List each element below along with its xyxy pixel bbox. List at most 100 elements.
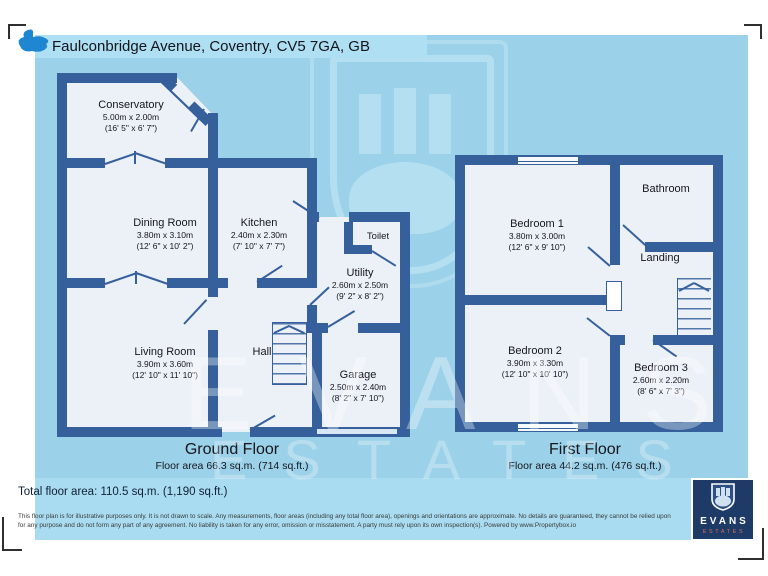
floor-name: Ground Floor: [184, 441, 280, 458]
wall: [167, 278, 218, 288]
room-label-toilet: Toilet: [367, 231, 389, 242]
wall: [165, 158, 317, 168]
room-name: Dining Room: [133, 217, 197, 229]
wall: [610, 335, 620, 422]
wall: [57, 427, 222, 437]
room-label-bedroom-2: Bedroom 2 3.90m x 3.30m (12' 10" x 10' 1…: [502, 345, 568, 380]
wall: [653, 335, 713, 345]
wall: [208, 278, 228, 288]
logo-shield-icon: [711, 483, 735, 511]
room-name: Landing: [640, 252, 680, 264]
room-dimensions-metric: 3.80m x 3.10m: [136, 230, 194, 240]
footer-background: [35, 478, 691, 540]
room-name: Kitchen: [240, 217, 278, 229]
room-label-landing: Landing: [640, 252, 679, 265]
wall: [344, 222, 353, 250]
window: [517, 423, 579, 432]
ground-floor-title: Ground Floor Floor area 66.3 sq.m. (714 …: [156, 440, 309, 473]
room-name: Bedroom 1: [510, 218, 564, 230]
crop-mark-bottom-left: [2, 517, 22, 551]
ground-floor-fill-left: [62, 78, 213, 432]
first-floor-title: First Floor Floor area 44.2 sq.m. (476 s…: [509, 440, 662, 473]
room-dimensions-metric: 2.60m x 2.50m: [331, 280, 389, 290]
room-dimensions-imperial: (12' 6" x 9' 10"): [508, 242, 566, 252]
title-band: [35, 35, 427, 58]
wall: [400, 212, 410, 427]
wall: [620, 335, 625, 345]
brand-icon: [18, 29, 49, 52]
wall: [257, 278, 317, 288]
wall: [349, 212, 410, 222]
agency-logo: EVANS ESTATES: [693, 480, 753, 539]
room-dimensions-imperial: (8' 6" x 7' 3"): [637, 386, 685, 396]
room-dimensions-imperial: (16' 5" x 6' 7"): [104, 123, 158, 133]
room-dimensions-metric: 3.90m x 3.30m: [506, 358, 564, 368]
room-dimensions-metric: 5.00m x 2.00m: [102, 112, 160, 122]
room-label-bathroom: Bathroom: [642, 183, 690, 196]
logo-text-evans: EVANS: [700, 516, 749, 527]
wall: [610, 165, 620, 265]
room-dimensions-imperial: (12' 10" x 11' 10"): [132, 370, 198, 380]
room-name: Hall: [252, 346, 272, 358]
stairs: [677, 278, 711, 335]
wall: [455, 155, 723, 165]
room-dimensions-imperial: (7' 10" x 7' 7"): [232, 241, 286, 251]
wall: [208, 113, 218, 297]
floor-area: Floor area 66.3 sq.m. (714 sq.ft.): [155, 460, 309, 472]
window: [517, 156, 579, 165]
floor-area: Floor area 44.2 sq.m. (476 sq.ft.): [508, 460, 662, 472]
room-label-garage: Garage 2.50m x 2.40m (8' 2" x 7' 10"): [330, 369, 386, 404]
page-title: Faulconbridge Avenue, Coventry, CV5 7GA,…: [52, 38, 370, 55]
floor-name: First Floor: [549, 441, 621, 458]
logo-text-estates: ESTATES: [702, 529, 746, 535]
garage-door: [316, 428, 398, 435]
wall: [358, 323, 410, 333]
crop-mark-top-left: [8, 24, 26, 39]
room-name: Conservatory: [98, 99, 164, 111]
room-label-utility: Utility 2.60m x 2.50m (9' 2" x 8' 2"): [332, 267, 388, 302]
room-name: Toilet: [366, 231, 390, 242]
wall: [208, 330, 218, 427]
ground-floor-fill-middle: [213, 163, 312, 432]
room-name: Utility: [346, 267, 374, 279]
room-dimensions-imperial: (12' 6" x 10' 2"): [136, 241, 194, 251]
wall: [57, 73, 177, 83]
room-label-living-room: Living Room 3.90m x 3.60m (12' 10" x 11'…: [132, 346, 198, 381]
room-label-dining-room: Dining Room 3.80m x 3.10m (12' 6" x 10' …: [133, 217, 197, 252]
french-door-symbol: [134, 151, 136, 164]
french-door-symbol: [135, 271, 137, 284]
room-dimensions-imperial: (9' 2" x 8' 2"): [336, 291, 384, 301]
total-floor-area: Total floor area: 110.5 sq.m. (1,190 sq.…: [18, 486, 228, 498]
room-label-bedroom-3: Bedroom 3 2.60m x 2.20m (8' 6" x 7' 3"): [633, 362, 689, 397]
room-label-kitchen: Kitchen 2.40m x 2.30m (7' 10" x 7' 7"): [231, 217, 287, 252]
wall: [57, 278, 105, 288]
wall: [455, 422, 723, 432]
crop-mark-bottom-right: [738, 528, 764, 560]
wall: [57, 158, 105, 168]
room-dimensions-metric: 2.40m x 2.30m: [230, 230, 288, 240]
first-floor-fill: [460, 160, 718, 427]
room-label-hall: Hall: [253, 346, 272, 359]
room-label-conservatory: Conservatory 5.00m x 2.00m (16' 5" x 6' …: [98, 99, 163, 134]
room-dimensions-metric: 2.50m x 2.40m: [329, 382, 387, 392]
room-name: Bathroom: [642, 183, 690, 195]
room-name: Garage: [339, 369, 377, 381]
wall: [465, 295, 610, 305]
wall: [455, 155, 465, 432]
room-name: Bedroom 3: [634, 362, 688, 374]
wall: [307, 212, 319, 222]
wall: [57, 73, 67, 437]
room-dimensions-metric: 3.80m x 3.00m: [508, 231, 566, 241]
room-dimensions-metric: 3.90m x 3.60m: [136, 359, 194, 369]
disclaimer: This floor plan is for illustrative purp…: [18, 513, 671, 529]
room-name: Living Room: [134, 346, 196, 358]
room-dimensions-imperial: (12' 10" x 10' 10"): [501, 369, 569, 379]
room-label-bedroom-1: Bedroom 1 3.80m x 3.00m (12' 6" x 9' 10"…: [508, 218, 565, 253]
wall: [344, 245, 372, 254]
wall: [645, 242, 713, 252]
room-dimensions-metric: 2.60m x 2.20m: [632, 375, 690, 385]
wall: [307, 305, 317, 333]
wall: [713, 155, 723, 432]
wall: [312, 323, 322, 427]
